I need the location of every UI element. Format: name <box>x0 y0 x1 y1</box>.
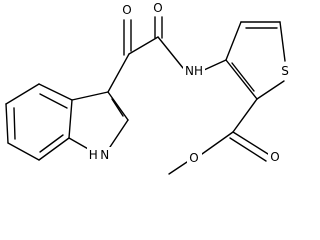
bond-benz-c7-c7a-a <box>38 137 70 161</box>
bond-indole-c3-c3a <box>71 91 109 101</box>
atom-ester-oxygen: O <box>187 150 202 165</box>
bond-ester-c-o <box>201 131 234 155</box>
label-ester-o: O <box>189 151 198 165</box>
bond-benz-c3a-c4-a <box>38 83 73 101</box>
bond-n-thiophene <box>203 59 227 71</box>
label-indole-nh: H N <box>89 148 109 162</box>
bond-benz-c3a-c4-b <box>39 93 68 109</box>
atom-indole-nitrogen: H N <box>87 147 111 162</box>
bond-indole-c2-n <box>107 119 129 151</box>
atom-ester-carbonyl-oxygen: O <box>268 149 283 164</box>
bond-thio-c2-c3-a <box>225 59 258 100</box>
bond-c2-ester-c <box>232 98 258 133</box>
bond-ketone-indole <box>107 53 130 93</box>
atom-amide-oxygen: O <box>151 1 166 16</box>
bond-ketone-c-amide-c <box>128 36 159 55</box>
bond-benz-c3a-c7a <box>68 99 73 139</box>
bond-amide-c-n <box>157 36 184 69</box>
bond-thio-c5-s <box>279 21 286 62</box>
atom-amide-nitrogen: NH <box>183 64 205 79</box>
bond-ester-co-1 <box>232 131 269 155</box>
bond-thio-c2-c3-b <box>231 62 255 92</box>
bond-indole-c3-c2-b <box>111 98 124 117</box>
bond-ester-o-methyl <box>168 161 188 175</box>
bond-indole-n-c7a <box>68 137 91 151</box>
bond-benz-c5-c6-a <box>5 103 9 144</box>
atom-ketone-oxygen: O <box>120 3 135 18</box>
bond-benz-c4-c5 <box>5 83 40 105</box>
molecule-structure: O O NH S H N O O <box>5 1 292 175</box>
atom-labels: O O NH S H N O O <box>87 1 292 165</box>
bonds <box>5 16 286 175</box>
label-ketone-oxygen: O <box>122 3 131 17</box>
bond-benz-c6-c7 <box>7 142 40 161</box>
atom-thiophene-sulfur: S <box>279 63 292 78</box>
label-ester-carbonyl-o: O <box>270 150 279 164</box>
bond-benz-c5-c6-b <box>13 107 16 140</box>
bond-ester-co-2 <box>229 137 267 162</box>
label-amide-nh: NH <box>185 64 203 78</box>
bond-benz-c7-c7a-b <box>39 134 64 153</box>
bond-thio-s-c2 <box>256 80 285 100</box>
bond-indole-c3-c2-a <box>107 91 129 121</box>
label-amide-oxygen: O <box>153 1 162 15</box>
bond-thio-c3-c4 <box>225 21 242 61</box>
label-thiophene-s: S <box>281 64 289 78</box>
